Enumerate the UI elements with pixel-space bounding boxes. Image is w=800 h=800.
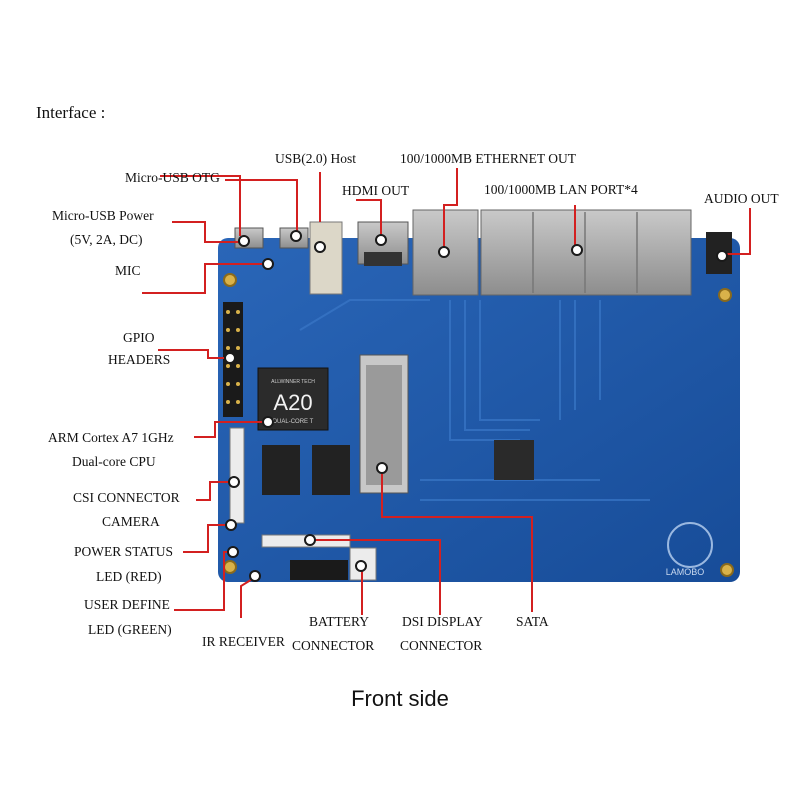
chip-sub: DUAL-CORE T <box>273 419 314 425</box>
label-user-define: USER DEFINE <box>84 597 170 612</box>
pin-header <box>290 560 348 580</box>
chip-text: A20 <box>273 390 312 415</box>
label-micro-usb-otg: Micro-USB OTG <box>125 170 220 185</box>
label-ir-receiver: IR RECEIVER <box>202 634 285 649</box>
chip-brand: ALLWINNER TECH <box>271 379 315 385</box>
label-cpu: ARM Cortex A7 1GHz <box>48 430 174 445</box>
label-power-status: POWER STATUS <box>74 544 174 559</box>
label-gpio-headers: HEADERS <box>108 352 171 367</box>
heading: Interface : <box>36 103 106 122</box>
lan-ports <box>480 209 692 296</box>
usb-host-port <box>309 221 343 295</box>
mounting-holes <box>223 273 734 577</box>
label-ethernet-out: 100/1000MB ETHERNET OUT <box>400 151 576 166</box>
label-gpio: GPIO <box>123 330 155 345</box>
label-dsi-connector: CONNECTOR <box>400 638 483 653</box>
callout-lines <box>142 168 751 618</box>
label-csi-connector: CSI CONNECTOR <box>73 490 180 505</box>
label-user-led: LED (GREEN) <box>88 622 172 637</box>
label-dsi-display: DSI DISPLAY <box>402 614 483 629</box>
label-lan-ports: 100/1000MB LAN PORT*4 <box>484 182 638 197</box>
ram-chip <box>312 445 350 495</box>
label-hdmi-out: HDMI OUT <box>342 183 410 198</box>
board-brand: LAMOBO <box>666 567 705 577</box>
label-micro-usb-power: Micro-USB Power <box>52 208 154 223</box>
label-mic: MIC <box>115 263 141 278</box>
label-camera: CAMERA <box>102 514 160 529</box>
label-cpu-cores: Dual-core CPU <box>72 454 156 469</box>
ethernet-switch-chip <box>494 440 534 480</box>
board-logo-pad <box>667 522 713 568</box>
label-usb-host: USB(2.0) Host <box>275 151 357 166</box>
ram-chip <box>262 445 300 495</box>
callout-markers <box>224 230 728 582</box>
label-audio-out: AUDIO OUT <box>704 191 779 206</box>
label-sata: SATA <box>516 614 549 629</box>
label-battery-connector: CONNECTOR <box>292 638 375 653</box>
label-micro-usb-power-spec: (5V, 2A, DC) <box>70 232 143 247</box>
label-battery: BATTERY <box>309 614 370 629</box>
caption: Front side <box>351 686 449 711</box>
csi-connector <box>229 427 245 524</box>
label-power-led: LED (RED) <box>96 569 162 584</box>
